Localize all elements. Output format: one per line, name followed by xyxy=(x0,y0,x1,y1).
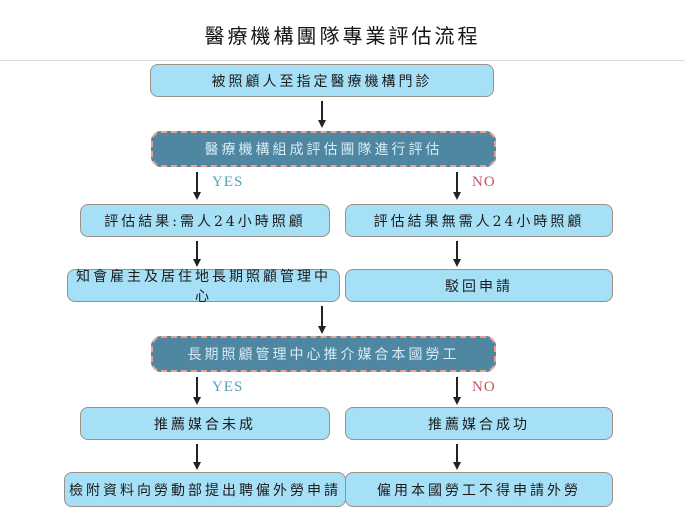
node-reject: 駁回申請 xyxy=(345,269,613,302)
arrow-assess-yes xyxy=(196,172,198,193)
arrow-notify-to-refer xyxy=(321,306,323,327)
node-refer: 長期照顧管理中心推介媒合本國勞工 xyxy=(151,336,496,372)
arrow-noneed-to-reject xyxy=(456,241,458,260)
node-no-need-care: 評估結果無需人24小時照顧 xyxy=(345,204,613,237)
title-divider xyxy=(0,60,685,61)
no-label-2: NO xyxy=(472,379,496,395)
yes-label-1: YES xyxy=(212,174,244,190)
node-need-care: 評估結果:需人24小時照顧 xyxy=(80,204,330,237)
arrow-refer-no xyxy=(456,377,458,398)
page-title: 醫療機構團隊專業評估流程 xyxy=(204,24,481,48)
node-start: 被照顧人至指定醫療機構門診 xyxy=(150,64,494,97)
node-assess: 醫療機構組成評估團隊進行評估 xyxy=(151,131,496,167)
arrow-start-to-assess xyxy=(321,101,323,121)
node-match-success: 推薦媒合成功 xyxy=(345,407,613,440)
node-notify: 知會雇主及居住地長期照顧管理中心 xyxy=(67,269,340,305)
node-hire-local: 僱用本國勞工不得申請外勞 xyxy=(345,472,613,507)
arrow-assess-no xyxy=(456,172,458,193)
arrow-success-to-hire xyxy=(456,444,458,463)
yes-label-2: YES xyxy=(212,379,244,395)
arrow-refer-yes xyxy=(196,377,198,398)
node-apply-foreign: 檢附資料向勞動部提出聘僱外勞申請 xyxy=(64,472,346,507)
no-label-1: NO xyxy=(472,174,496,190)
node-match-fail: 推薦媒合未成 xyxy=(80,407,330,440)
arrow-fail-to-apply xyxy=(196,444,198,463)
arrow-needcare-to-notify xyxy=(196,241,198,260)
